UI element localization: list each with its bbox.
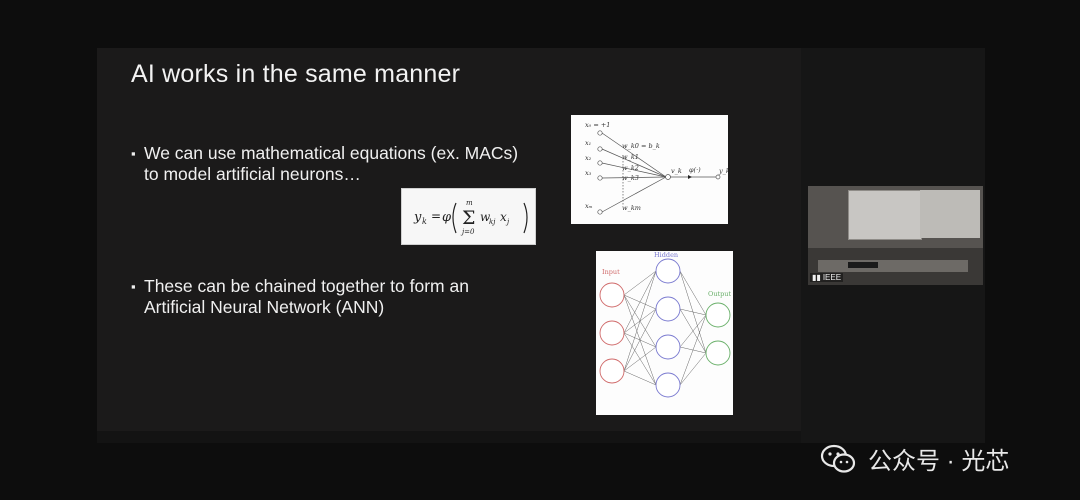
eq-lhs-sub: k: [422, 217, 427, 226]
ann-connection: [679, 308, 707, 316]
ann-connection: [623, 270, 657, 296]
hidden-neuron: [655, 334, 681, 360]
bullet-marker: ▪: [131, 146, 136, 161]
bullet-line: These can be chained together to form an: [144, 276, 469, 296]
eq-input: x: [500, 210, 507, 224]
input-label: x₁: [585, 139, 591, 147]
weight-label: w_k1: [622, 153, 639, 161]
eq-lhs: y: [413, 210, 422, 225]
eq-phi: φ: [442, 210, 452, 225]
watermark: 公众号 · 光芯: [820, 441, 1009, 476]
camera-overlay-text: IEEE: [822, 273, 842, 282]
ann-connection: [679, 314, 707, 348]
neuron-model-figure: x₀ = +1 x₁ x₂ x₃ xₘ w_k0 = b_k w_k1 w_k2…: [571, 115, 730, 224]
sum-node-label: v_k: [671, 167, 682, 175]
bullet-ann: ▪ These can be chained together to form …: [131, 276, 544, 318]
signal-icon: ▮▮: [812, 273, 821, 282]
eq-equals: =: [431, 209, 441, 223]
ann-figure: Input Hidden Output: [596, 251, 733, 415]
input-neuron: [599, 282, 625, 308]
ann-connection: [623, 270, 657, 334]
input-neuron: [599, 358, 625, 384]
wechat-icon: [820, 444, 856, 473]
input-label: x₃: [585, 169, 592, 177]
ann-connection: [679, 352, 707, 386]
ann-connection: [623, 370, 657, 386]
input-label: x₂: [585, 154, 592, 162]
camera-whiteboard: [848, 190, 922, 240]
output-label: y_k: [718, 167, 728, 175]
eq-weight-sub: kj: [489, 218, 496, 226]
input-neuron: [599, 320, 625, 346]
hidden-neuron: [655, 296, 681, 322]
hidden-layer-label: Hidden: [654, 251, 678, 259]
camera-overlay: ▮▮IEEE: [810, 273, 844, 282]
ann-neurons: [599, 258, 731, 398]
weight-label: w_k0 = b_k: [622, 142, 660, 150]
weight-label: w_km: [622, 204, 641, 212]
input-label: x₀ = +1: [585, 121, 610, 129]
ann-connection: [623, 308, 657, 372]
input-layer-label: Input: [602, 268, 620, 276]
input-label: xₘ: [585, 202, 593, 210]
slide-title: AI works in the same manner: [131, 60, 461, 88]
bullet-line: Artificial Neural Network (ANN): [144, 297, 385, 317]
hidden-neuron: [655, 258, 681, 284]
weight-label: w_k2: [622, 164, 639, 172]
eq-sum-upper: m: [466, 199, 473, 207]
eq-input-sub: j: [505, 218, 510, 226]
ann-connection: [679, 314, 707, 386]
weight-label: w_k3: [622, 174, 639, 182]
bullet-line: to model artificial neurons…: [144, 164, 361, 184]
hidden-neuron: [655, 372, 681, 398]
output-neuron: [705, 340, 731, 366]
eq-weight: w: [480, 210, 491, 224]
watermark-text: 公众号 · 光芯: [868, 448, 1010, 475]
eq-sum-lower: j=0: [460, 228, 475, 236]
activation-label: φ(·): [689, 166, 701, 174]
ann-connection: [623, 346, 657, 372]
camera-feed[interactable]: ▮▮IEEE: [808, 186, 983, 285]
neuron-equation: y k = φ Σ m j=0 w kj x j: [401, 188, 536, 245]
ann-connections: [623, 270, 707, 386]
bullet-mac-equations: ▪ We can use mathematical equations (ex.…: [131, 143, 584, 185]
camera-whiteboard: [920, 190, 980, 238]
camera-desk: [818, 260, 968, 272]
output-neuron: [705, 302, 731, 328]
ann-connection: [623, 270, 657, 372]
output-layer-label: Output: [708, 290, 731, 298]
ann-connection: [679, 270, 707, 316]
svg-text:Σ: Σ: [462, 207, 475, 229]
bullet-marker: ▪: [131, 279, 136, 294]
equation-graphic: y k = φ Σ m j=0 w kj x j: [413, 199, 528, 236]
bullet-line: We can use mathematical equations (ex. M…: [144, 143, 519, 163]
camera-desk-items: [848, 262, 878, 268]
ann-diagram: Input Hidden Output: [599, 251, 731, 398]
neuron-diagram: x₀ = +1 x₁ x₂ x₃ xₘ w_k0 = b_k w_k1 w_k2…: [585, 121, 730, 215]
